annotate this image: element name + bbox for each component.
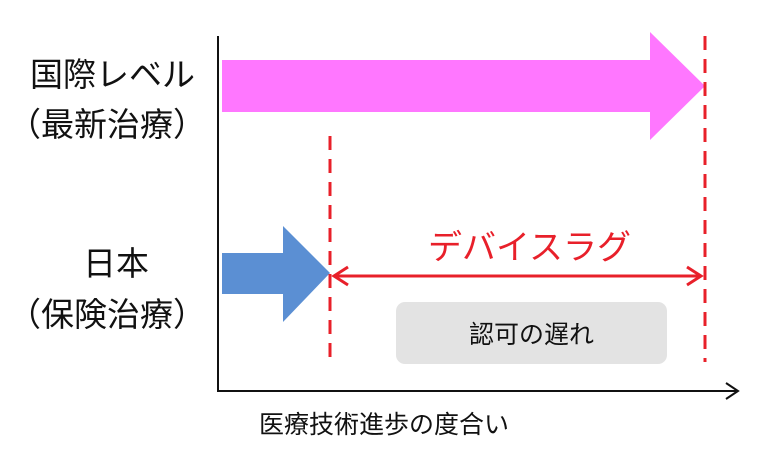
- lag-arrowhead-left: [331, 265, 349, 287]
- international-arrow: [222, 32, 705, 140]
- approval-delay-badge: 認可の遅れ: [396, 302, 667, 364]
- lag-arrowhead-right: [686, 265, 704, 287]
- device-lag-label: デバイスラグ: [428, 228, 631, 268]
- japan-arrow: [222, 226, 330, 322]
- japan-sublabel: （保険治療）: [8, 295, 206, 334]
- japan-label: 日本: [83, 244, 149, 283]
- x-axis-arrowhead: [725, 382, 740, 400]
- x-axis-label: 医療技術進歩の度合い: [258, 410, 509, 439]
- international-sublabel: （最新治療）: [8, 105, 206, 144]
- international-label: 国際レベル: [30, 55, 195, 94]
